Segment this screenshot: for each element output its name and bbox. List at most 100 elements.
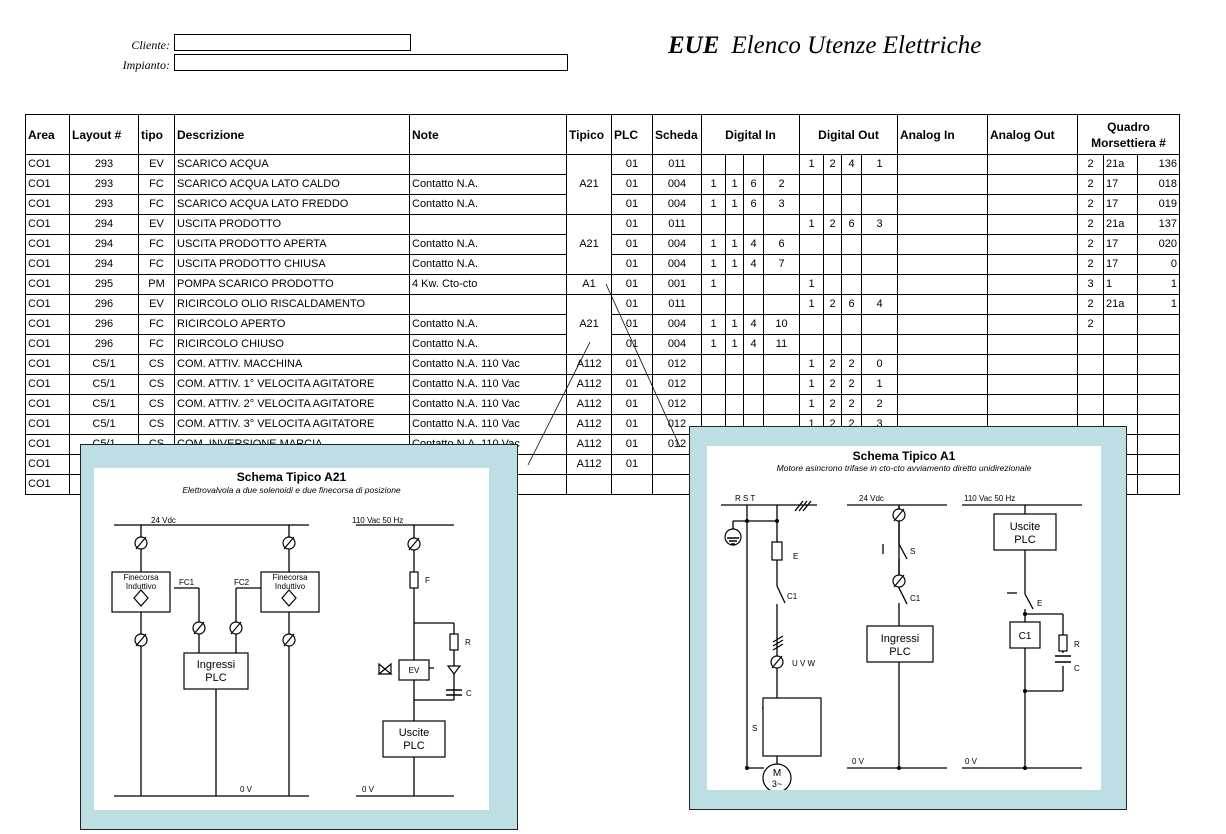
cell-analog-in (897, 274, 988, 295)
cell-morsettiera (1137, 454, 1180, 475)
cell-quadro: 2 (1077, 154, 1104, 175)
cell-digital-out (841, 274, 862, 295)
cell-scheda: 004 (652, 254, 702, 275)
cell-digital-in (763, 154, 800, 175)
cell-quadro-sub (1103, 394, 1138, 415)
schema-a1-subtitle: Motore asincrono trifase in cto-cto avvi… (776, 463, 1032, 473)
cell-digital-out (841, 254, 862, 275)
cell-scheda: 012 (652, 354, 702, 375)
a21-fin2-line1: Finecorsa (272, 573, 308, 582)
cell-scheda: 011 (652, 294, 702, 315)
cell-morsettiera (1137, 334, 1180, 355)
cell-scheda: 004 (652, 194, 702, 215)
cell-area: CO1 (25, 334, 70, 355)
cell-descrizione: SCARICO ACQUA (174, 154, 410, 175)
a1-c1-coil-label: C1 (1019, 631, 1032, 642)
cell-descrizione: USCITA PRODOTTO (174, 214, 410, 235)
cell-plc: 01 (611, 414, 653, 435)
cell-layout: 294 (69, 214, 139, 235)
cell-digital-in (743, 354, 764, 375)
cell-digital-in (725, 294, 744, 315)
cell-digital-in (701, 374, 726, 395)
cell-tipico: A112 (566, 354, 612, 375)
cell-digital-in: 4 (743, 334, 764, 355)
cell-layout: 293 (69, 194, 139, 215)
cell-tipico: A112 (566, 394, 612, 415)
cell-digital-in (725, 274, 744, 295)
a21-fc2-label: FC2 (234, 578, 250, 587)
cell-morsettiera: 136 (1137, 154, 1180, 175)
cell-quadro-sub (1103, 374, 1138, 395)
cell-digital-out (841, 194, 862, 215)
a1-0v-right: 0 V (965, 757, 978, 766)
cell-scheda: 004 (652, 334, 702, 355)
cell-digital-out: 1 (799, 354, 824, 375)
a1-ingressi-line2: PLC (889, 646, 910, 658)
cell-scheda: 004 (652, 174, 702, 195)
cell-area: CO1 (25, 354, 70, 375)
cell-digital-in (763, 294, 800, 315)
a1-uscite-line1: Uscite (1010, 521, 1041, 533)
a1-e-contact-label: E (1037, 599, 1042, 608)
a1-motor-m: M (773, 768, 781, 779)
cell-digital-in: 4 (743, 234, 764, 255)
cell-digital-out (841, 314, 862, 335)
cell-descrizione: COM. ATTIV. 1° VELOCITA AGITATORE (174, 374, 410, 395)
cell-analog-out (987, 254, 1078, 275)
cell-plc: 01 (611, 174, 653, 195)
cell-digital-in (725, 214, 744, 235)
cell-morsettiera: 020 (1137, 234, 1180, 255)
cliente-field[interactable] (174, 34, 411, 51)
cell-digital-out (841, 334, 862, 355)
cell-layout: 293 (69, 154, 139, 175)
cell-quadro: 2 (1077, 174, 1104, 195)
cell-digital-out: 6 (841, 294, 862, 315)
cell-quadro: 2 (1077, 234, 1104, 255)
a21-fc1-label: FC1 (179, 578, 195, 587)
cell-area: CO1 (25, 174, 70, 195)
a1-motor-3ph: 3~ (772, 779, 782, 789)
a1-ingressi-line1: Ingressi (881, 633, 920, 645)
a1-e-label: E (793, 552, 798, 561)
a21-ingressi-line1: Ingressi (197, 659, 236, 671)
cell-digital-in: 1 (701, 274, 726, 295)
cell-morsettiera (1137, 374, 1180, 395)
a1-c1-switch-label: C1 (910, 594, 921, 603)
cell-digital-out: 2 (841, 374, 862, 395)
cell-analog-in (897, 234, 988, 255)
cell-digital-out: 1 (861, 154, 898, 175)
cell-tipo: EV (138, 154, 175, 175)
cell-morsettiera: 1 (1137, 274, 1180, 295)
cell-tipico: A21 (566, 154, 612, 215)
cell-layout: C5/1 (69, 414, 139, 435)
cell-analog-in (897, 214, 988, 235)
cell-area: CO1 (25, 234, 70, 255)
impianto-field[interactable] (174, 54, 568, 71)
cell-digital-out (823, 254, 842, 275)
a21-24vdc-label: 24 Vdc (151, 516, 176, 525)
cell-layout: 296 (69, 334, 139, 355)
cell-digital-in (743, 274, 764, 295)
cell-descrizione: COM. ATTIV. 2° VELOCITA AGITATORE (174, 394, 410, 415)
cell-tipo: FC (138, 334, 175, 355)
cell-digital-out: 2 (823, 214, 842, 235)
cell-analog-in (897, 394, 988, 415)
cell-tipo: PM (138, 274, 175, 295)
cell-layout: C5/1 (69, 354, 139, 375)
cell-morsettiera (1137, 354, 1180, 375)
a21-fin2-line2: Induttivo (275, 582, 306, 591)
cell-analog-out (987, 354, 1078, 375)
quadro-label: Quadro (1107, 119, 1150, 134)
cell-digital-in (743, 374, 764, 395)
cell-digital-in: 1 (701, 174, 726, 195)
cell-tipico: A112 (566, 414, 612, 435)
cell-descrizione: USCITA PRODOTTO CHIUSA (174, 254, 410, 275)
cell-digital-in (743, 154, 764, 175)
a1-c1-label: C1 (787, 592, 798, 601)
cell-morsettiera: 1 (1137, 294, 1180, 315)
cell-analog-out (987, 314, 1078, 335)
cell-area: CO1 (25, 194, 70, 215)
cell-note: Contatto N.A. 110 Vac (409, 354, 567, 375)
